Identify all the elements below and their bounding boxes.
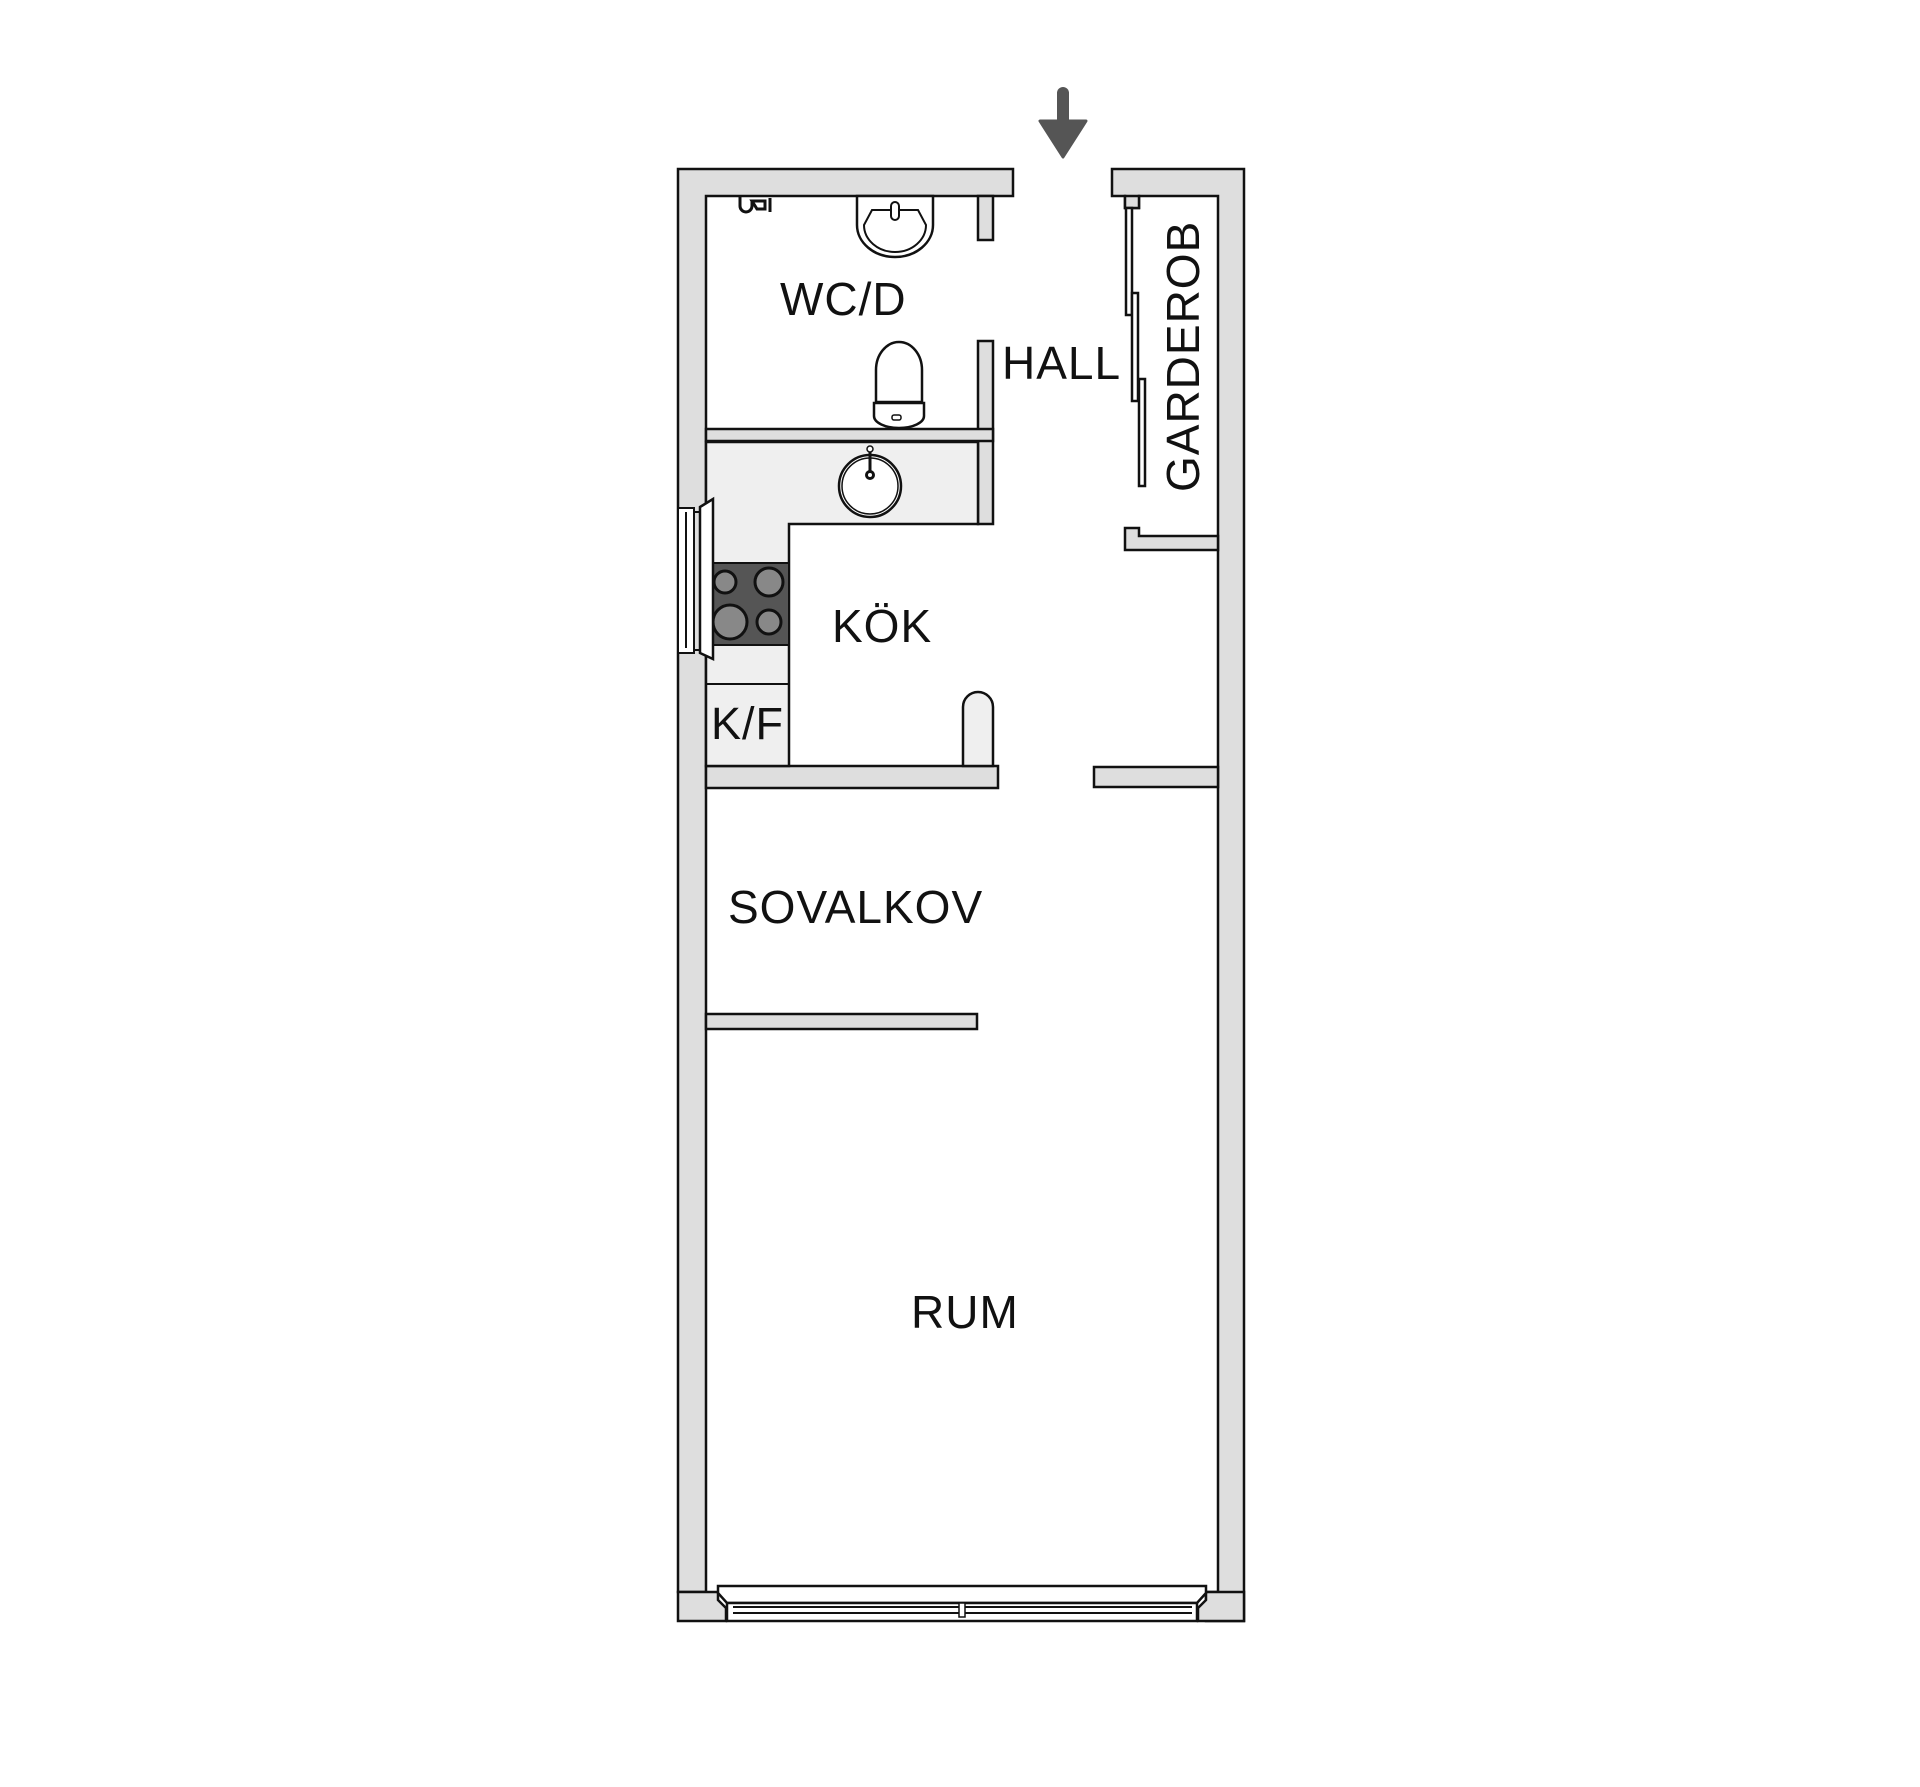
room-label-wc: WC/D xyxy=(780,273,907,325)
room-label-garderob: GARDEROB xyxy=(1157,220,1209,492)
toilet-icon xyxy=(872,340,926,430)
room-label-rum: RUM xyxy=(911,1286,1019,1338)
room-label-kf: K/F xyxy=(711,698,785,749)
room-label-sovalkov: SOVALKOV xyxy=(728,881,984,933)
entrance-arrow-icon xyxy=(1038,87,1088,159)
kitchen-sink-icon xyxy=(837,445,903,519)
wardrobe-doors-icon xyxy=(1124,206,1147,488)
room-label-hall: HALL xyxy=(1002,337,1122,389)
stove-icon xyxy=(711,562,790,646)
shower-mixer-icon xyxy=(738,197,772,214)
wc-sink-icon xyxy=(855,194,935,259)
room-label-kok: KÖK xyxy=(832,600,933,652)
kitchen-window-icon xyxy=(677,496,715,661)
kitchen-counter xyxy=(704,440,980,768)
radiator-icon xyxy=(961,690,995,768)
interior-walls xyxy=(704,194,1220,1031)
living-room-window-icon xyxy=(716,1584,1208,1623)
